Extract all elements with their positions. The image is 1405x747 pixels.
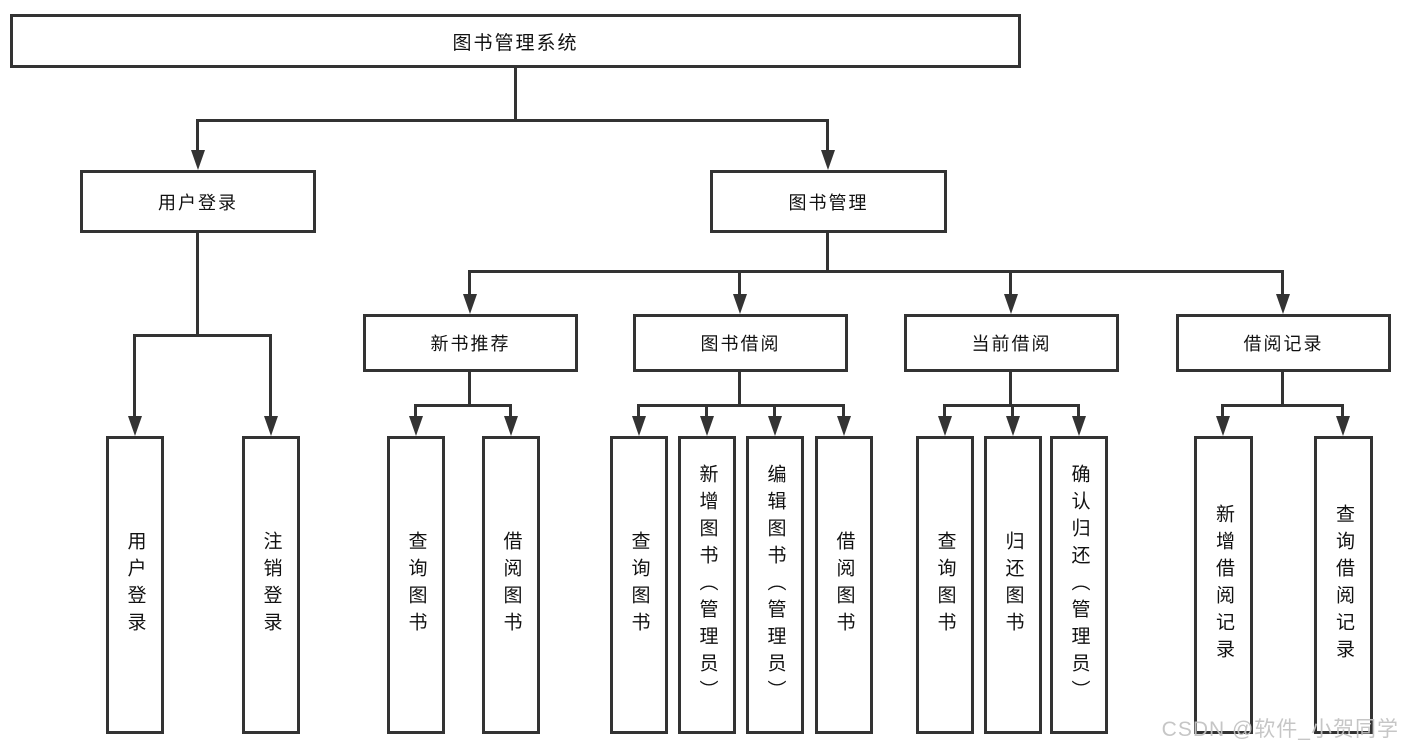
arrow-down-icon — [264, 416, 278, 436]
csdn-watermark: CSDN @软件_小贺同学 — [1161, 718, 1399, 741]
node-label: 图书借阅 — [700, 334, 781, 354]
connector-line — [1009, 372, 1012, 407]
connector-line — [414, 404, 512, 407]
arrow-down-icon — [463, 294, 477, 314]
connector-line — [196, 233, 199, 335]
arrow-down-icon — [733, 294, 747, 314]
connector-line — [1281, 270, 1284, 296]
leaf-user-login: 用户登录 — [106, 436, 164, 734]
connector-line — [738, 270, 741, 296]
leaf-label: 注销登录 — [260, 531, 282, 639]
connector-line — [1077, 404, 1080, 418]
node-label: 当前借阅 — [971, 334, 1052, 354]
node-borrow-records: 借阅记录 — [1176, 314, 1391, 372]
node-current-borrow: 当前借阅 — [904, 314, 1119, 372]
connector-line — [468, 270, 1284, 273]
connector-line — [133, 334, 136, 418]
connector-line — [842, 404, 845, 418]
arrow-down-icon — [1006, 416, 1020, 436]
arrow-down-icon — [821, 150, 835, 170]
arrow-down-icon — [1072, 416, 1086, 436]
node-root: 图书管理系统 — [10, 14, 1021, 68]
arrow-down-icon — [700, 416, 714, 436]
leaf-label: 查询图书 — [934, 531, 956, 639]
leaf-label: 查询图书 — [628, 531, 650, 639]
connector-line — [1011, 404, 1014, 418]
connector-line — [514, 66, 517, 120]
leaf-label: 借阅图书 — [833, 531, 855, 639]
connector-line — [1281, 372, 1284, 407]
connector-line — [826, 119, 829, 152]
leaf-bb-add-books-admin: 新增图书（管理员） — [678, 436, 736, 734]
arrow-down-icon — [768, 416, 782, 436]
leaf-br-query-record: 查询借阅记录 — [1314, 436, 1373, 734]
leaf-label: 编辑图书（管理员） — [764, 463, 786, 707]
arrow-down-icon — [128, 416, 142, 436]
leaf-label: 新增图书（管理员） — [696, 463, 718, 707]
leaf-label: 新增借阅记录 — [1213, 504, 1234, 666]
leaf-label: 确认归还（管理员） — [1068, 463, 1090, 707]
leaf-cb-query-books: 查询图书 — [916, 436, 974, 734]
leaf-label: 用户登录 — [124, 531, 146, 639]
leaf-logout-login: 注销登录 — [242, 436, 300, 734]
leaf-cb-confirm-return-admin: 确认归还（管理员） — [1050, 436, 1108, 734]
connector-line — [1009, 270, 1012, 296]
leaf-bb-query-books: 查询图书 — [610, 436, 668, 734]
connector-line — [468, 372, 471, 407]
connector-line — [468, 270, 471, 296]
leaf-nb-borrow-books: 借阅图书 — [482, 436, 540, 734]
leaf-label: 归还图书 — [1002, 531, 1024, 639]
connector-line — [826, 233, 829, 273]
connector-line — [1341, 404, 1344, 418]
leaf-bb-edit-books-admin: 编辑图书（管理员） — [746, 436, 804, 734]
leaf-label: 查询图书 — [405, 531, 427, 639]
leaf-label: 查询借阅记录 — [1333, 504, 1354, 666]
arrow-down-icon — [504, 416, 518, 436]
connector-line — [738, 372, 741, 407]
arrow-down-icon — [409, 416, 423, 436]
connector-line — [943, 404, 946, 418]
node-book-borrow: 图书借阅 — [633, 314, 848, 372]
node-label: 图书管理 — [788, 192, 869, 213]
arrow-down-icon — [938, 416, 952, 436]
connector-line — [637, 404, 640, 418]
node-label: 新书推荐 — [430, 334, 511, 354]
connector-line — [773, 404, 776, 418]
arrow-down-icon — [837, 416, 851, 436]
connector-line — [705, 404, 708, 418]
arrow-down-icon — [191, 150, 205, 170]
leaf-bb-borrow-books: 借阅图书 — [815, 436, 873, 734]
arrow-down-icon — [1276, 294, 1290, 314]
arrow-down-icon — [1216, 416, 1230, 436]
leaf-br-add-record: 新增借阅记录 — [1194, 436, 1253, 734]
arrow-down-icon — [1004, 294, 1018, 314]
arrow-down-icon — [632, 416, 646, 436]
connector-line — [637, 404, 845, 407]
connector-line — [509, 404, 512, 418]
connector-line — [196, 119, 829, 122]
leaf-nb-query-books: 查询图书 — [387, 436, 445, 734]
connector-line — [196, 119, 199, 152]
node-book-management: 图书管理 — [710, 170, 947, 233]
connector-line — [414, 404, 417, 418]
connector-line — [269, 334, 272, 418]
leaf-cb-return-books: 归还图书 — [984, 436, 1042, 734]
arrow-down-icon — [1336, 416, 1350, 436]
node-root-label: 图书管理系统 — [452, 32, 579, 54]
leaf-label: 借阅图书 — [500, 531, 522, 639]
node-label: 借阅记录 — [1243, 334, 1324, 354]
connector-line — [133, 334, 272, 337]
node-label: 用户登录 — [158, 192, 238, 213]
connector-line — [1221, 404, 1344, 407]
node-user-login: 用户登录 — [80, 170, 316, 233]
connector-line — [1221, 404, 1224, 418]
node-new-book-recommend: 新书推荐 — [363, 314, 578, 372]
